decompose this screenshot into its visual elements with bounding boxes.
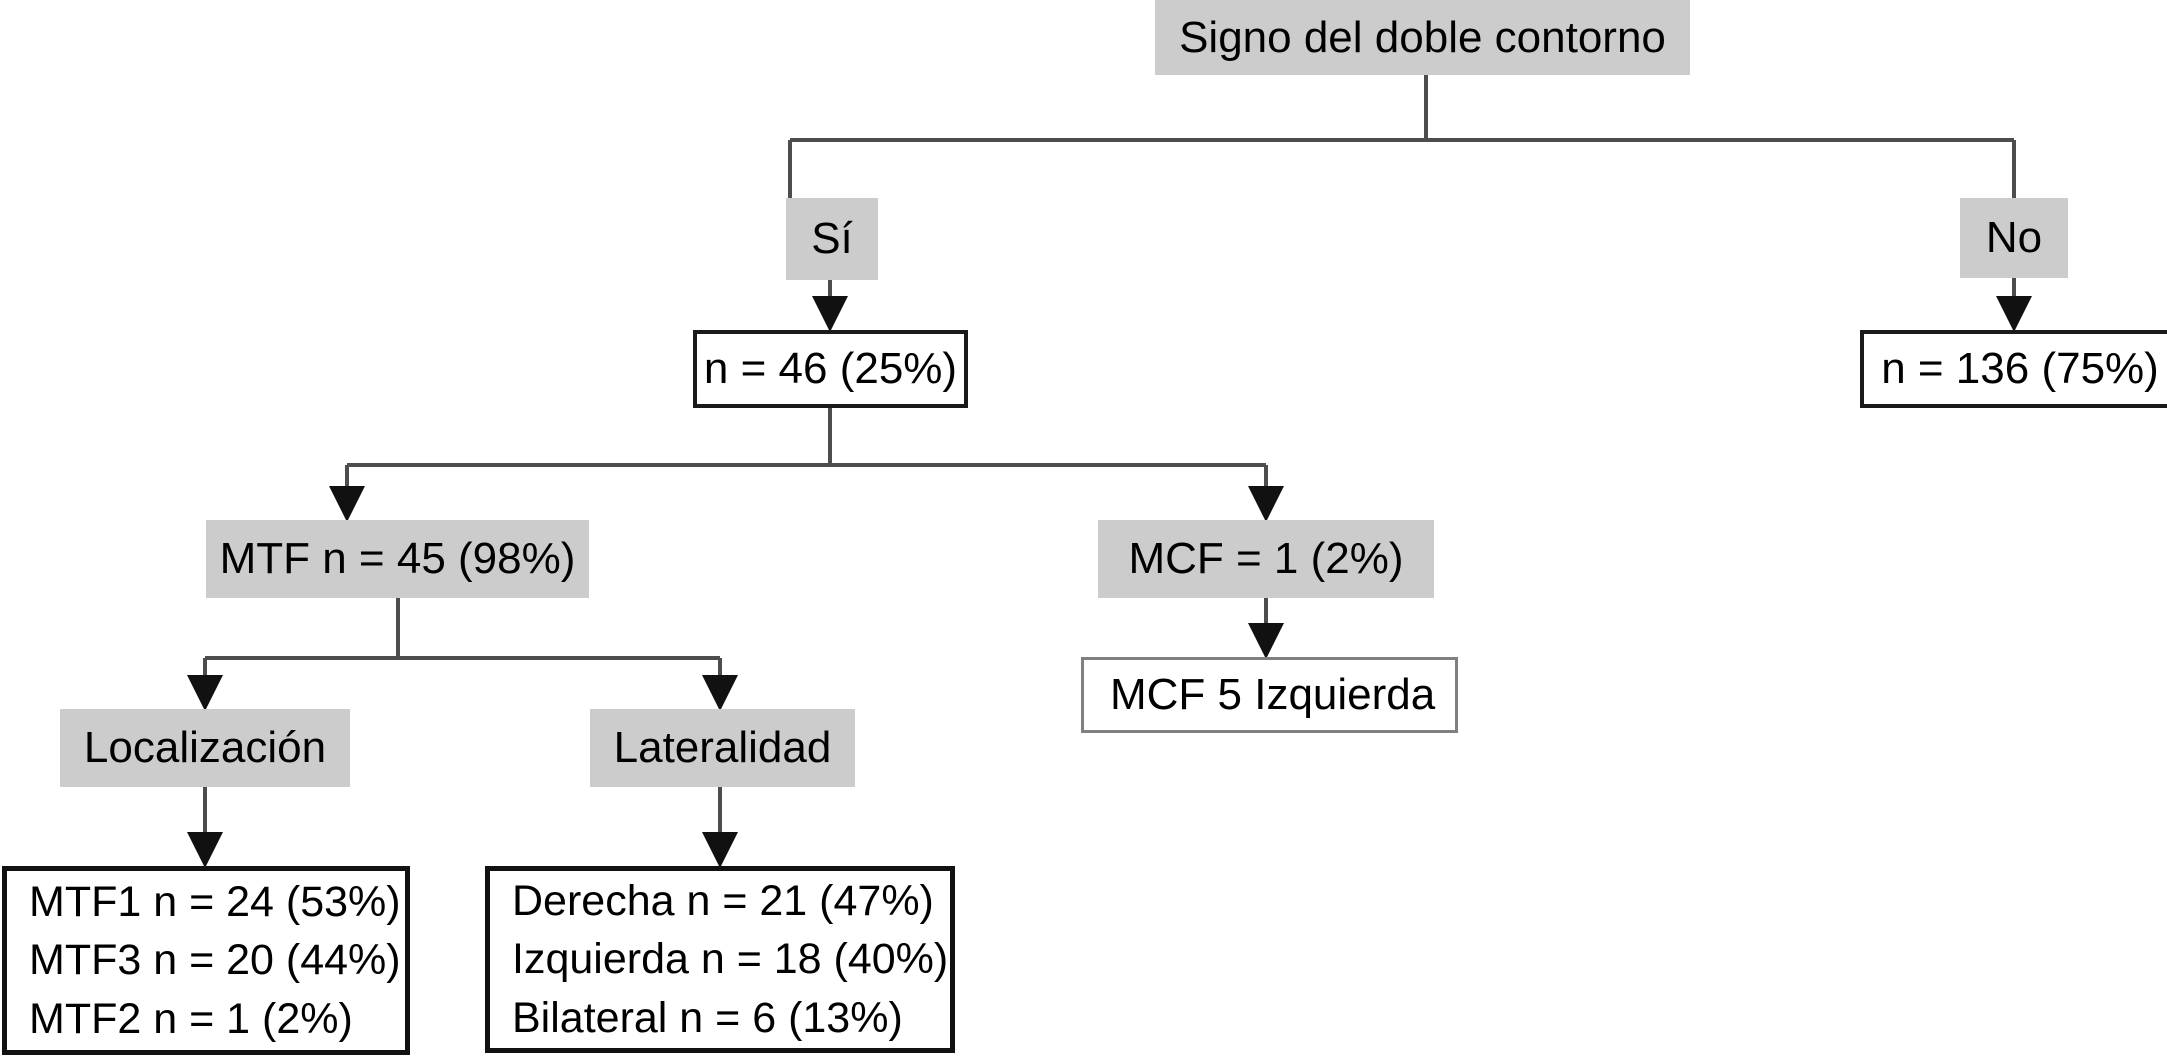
node-mtf[interactable]: MTF n = 45 (98%)	[206, 520, 589, 598]
node-mcf-detail[interactable]: MCF 5 Izquierda	[1081, 657, 1458, 733]
list-item: Izquierda n = 18 (40%)	[512, 935, 949, 984]
list-item: MTF2 n = 1 (2%)	[29, 994, 353, 1043]
node-root-signo-doble-contorno[interactable]: Signo del doble contorno	[1155, 0, 1690, 75]
lateralidad-results-lines: Derecha n = 21 (47%) Izquierda n = 18 (4…	[512, 877, 948, 1041]
node-root-label: Signo del doble contorno	[1179, 12, 1666, 62]
node-lateralidad[interactable]: Lateralidad	[590, 709, 855, 787]
list-item: MTF1 n = 24 (53%)	[29, 878, 401, 927]
node-lateralidad-results[interactable]: Derecha n = 21 (47%) Izquierda n = 18 (4…	[485, 866, 955, 1053]
node-yes-count-label: n = 46 (25%)	[703, 344, 958, 394]
node-localizacion-label: Localización	[83, 723, 327, 773]
node-no-count[interactable]: n = 136 (75%)	[1860, 330, 2167, 408]
node-localizacion-results[interactable]: MTF1 n = 24 (53%) MTF3 n = 20 (44%) MTF2…	[2, 866, 410, 1055]
node-branch-yes-label: Sí	[811, 214, 853, 264]
node-branch-yes[interactable]: Sí	[786, 198, 878, 280]
list-item: Bilateral n = 6 (13%)	[512, 993, 903, 1042]
node-mcf[interactable]: MCF = 1 (2%)	[1098, 520, 1434, 598]
node-no-count-label: n = 136 (75%)	[1881, 344, 2159, 394]
localizacion-results-lines: MTF1 n = 24 (53%) MTF3 n = 20 (44%) MTF2…	[29, 878, 401, 1042]
node-branch-no-label: No	[1985, 213, 2043, 263]
node-branch-no[interactable]: No	[1960, 198, 2068, 278]
list-item: Derecha n = 21 (47%)	[512, 877, 934, 926]
node-localizacion[interactable]: Localización	[60, 709, 350, 787]
list-item: MTF3 n = 20 (44%)	[29, 936, 401, 985]
node-mcf-detail-label: MCF 5 Izquierda	[1110, 670, 1436, 720]
node-mcf-label: MCF = 1 (2%)	[1128, 534, 1404, 584]
node-mtf-label: MTF n = 45 (98%)	[219, 534, 576, 584]
node-yes-count[interactable]: n = 46 (25%)	[693, 330, 968, 408]
node-lateralidad-label: Lateralidad	[613, 723, 832, 773]
